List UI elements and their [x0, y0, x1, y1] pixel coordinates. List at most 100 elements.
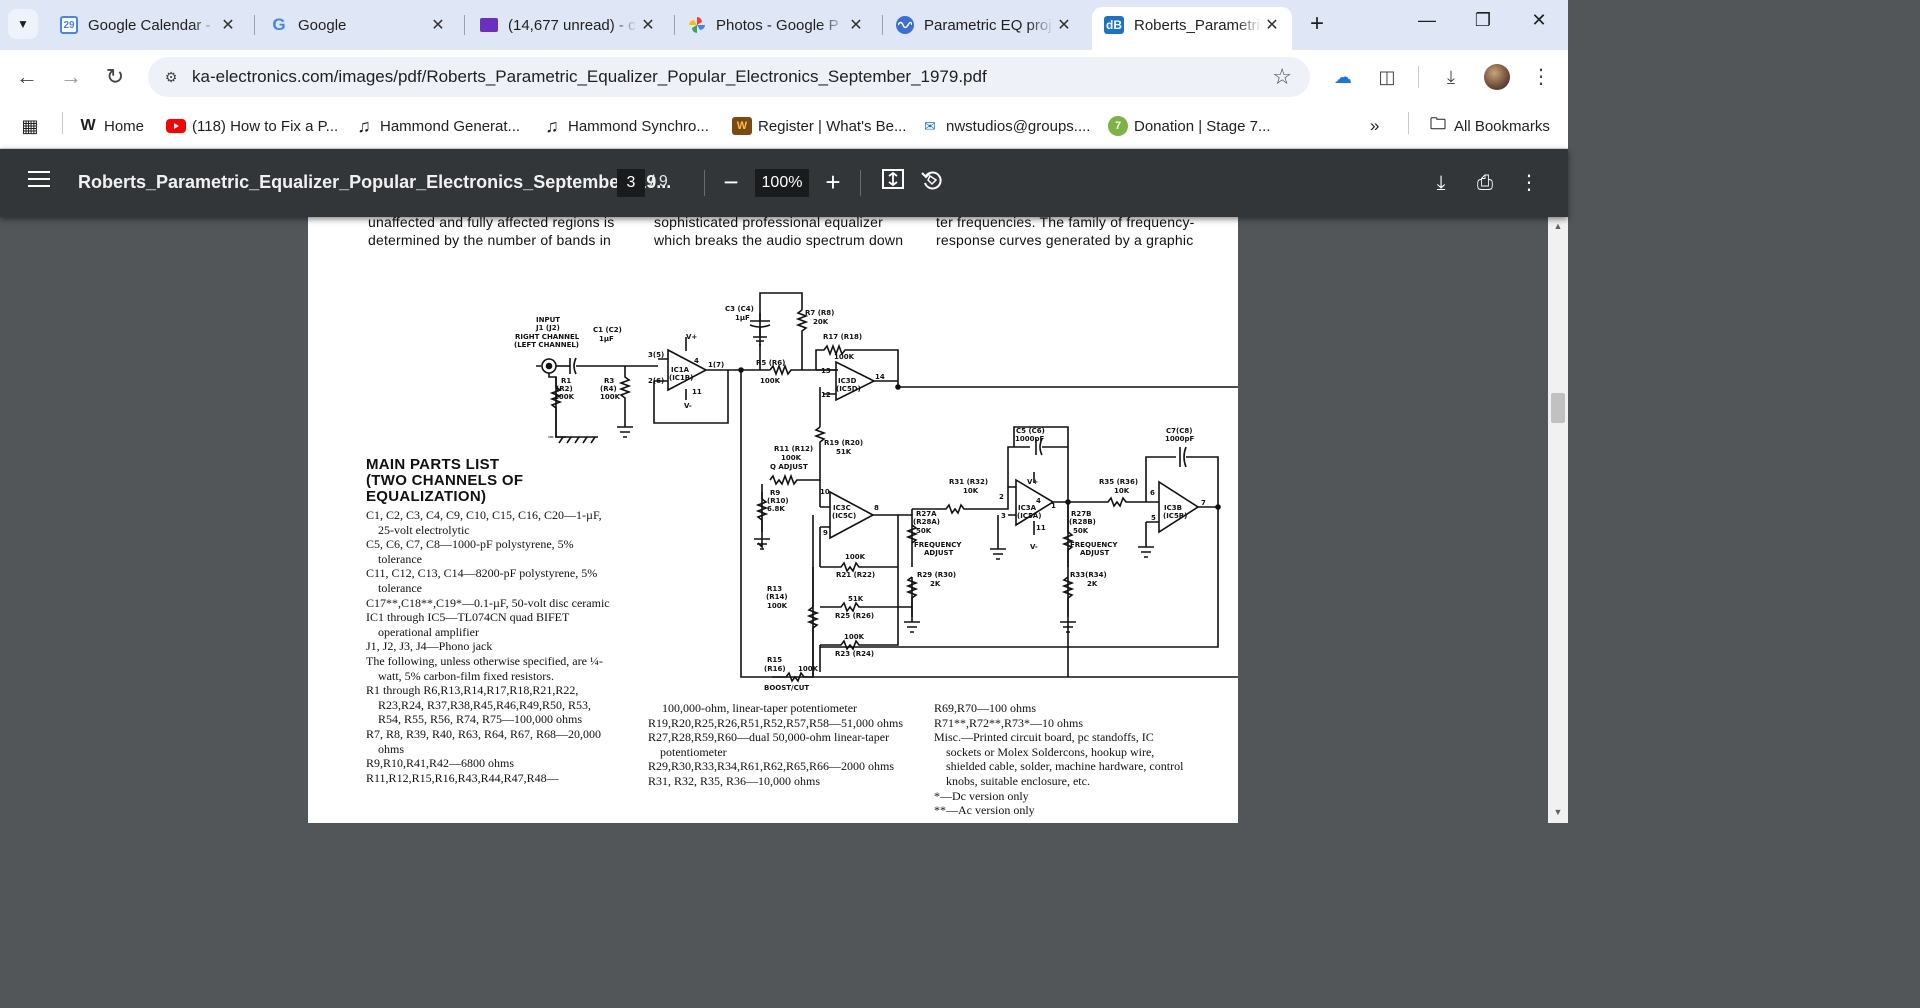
- pdf-more-button[interactable]: ⋮: [1514, 168, 1544, 198]
- cloud-icon[interactable]: ☁: [1334, 67, 1352, 87]
- pin-label: 5: [1151, 514, 1156, 522]
- parts-list-heading: MAIN PARTS LIST: [366, 456, 500, 473]
- tab-google-calendar[interactable]: 29 Google Calendar - ✕: [48, 7, 248, 43]
- fit-page-icon: [882, 169, 904, 189]
- schematic-label: 100K: [600, 393, 621, 401]
- zoom-input[interactable]: 100%: [755, 169, 809, 197]
- menu-icon[interactable]: [28, 171, 50, 189]
- text-line: which breaks the audio spectrum down: [654, 232, 904, 248]
- scroll-up-icon[interactable]: ▲: [1553, 221, 1563, 231]
- tab-mail[interactable]: (14,677 unread) - c ✕: [468, 7, 668, 43]
- schematic-label: V-: [684, 402, 692, 410]
- close-icon[interactable]: ✕: [431, 17, 445, 34]
- apps-button[interactable]: ▦: [20, 114, 46, 138]
- overflow-icon: »: [1370, 116, 1380, 135]
- all-bookmarks-button[interactable]: 🗀All Bookmarks: [1428, 114, 1550, 138]
- ic-label: (IC5C): [832, 512, 856, 520]
- reload-button[interactable]: ↻: [100, 62, 130, 92]
- new-tab-button[interactable]: +: [1304, 12, 1330, 38]
- tab-title: Photos - Google P: [716, 16, 839, 34]
- url-text[interactable]: ka-electronics.com/images/pdf/Roberts_Pa…: [192, 67, 987, 86]
- text-line: determined by the number of bands in: [368, 232, 612, 248]
- pdf-viewer[interactable]: unaffected and fully affected regions is…: [0, 217, 1548, 823]
- pdf-download-button[interactable]: ⤓: [1426, 168, 1456, 198]
- avatar[interactable]: [1484, 64, 1510, 90]
- tab-photos[interactable]: Photos - Google P ✕: [676, 7, 876, 43]
- bookmark-star-icon[interactable]: ☆: [1272, 64, 1292, 89]
- more-options-icon: ⋮: [1519, 172, 1539, 194]
- pin-label: 2: [999, 493, 1004, 501]
- bookmark-hammond-generator[interactable]: ♫Hammond Generat...: [354, 114, 520, 138]
- address-bar[interactable]: ⚙ ka-electronics.com/images/pdf/Roberts_…: [148, 57, 1310, 97]
- close-icon[interactable]: ✕: [221, 17, 235, 34]
- bookmark-hammond-synchro[interactable]: ♫Hammond Synchro...: [542, 114, 709, 138]
- grid-icon: ▦: [21, 115, 39, 136]
- extensions-icon[interactable]: ◫: [1378, 67, 1396, 87]
- bookmarks-overflow-button[interactable]: »: [1370, 114, 1379, 138]
- bookmark-label: Hammond Generat...: [380, 117, 521, 135]
- tab-google[interactable]: G Google ✕: [258, 7, 458, 43]
- equalizer-schematic: ≔ INPUT J1 (J2) RIGHT CHANNEL (LEFT CHAN…: [514, 292, 1238, 692]
- bookmark-youtube[interactable]: (118) How to Fix a P...: [166, 114, 338, 138]
- print-icon: ⎙: [1477, 172, 1493, 194]
- close-icon[interactable]: ✕: [1057, 17, 1071, 34]
- pin-label: 12: [821, 391, 831, 399]
- schematic-label: 10K: [1114, 487, 1130, 495]
- scrollbar-thumb[interactable]: [1551, 393, 1565, 423]
- schematic-label: 50K: [1073, 527, 1089, 535]
- ic-label: IC3A: [1018, 504, 1037, 512]
- schematic-label: (R2): [556, 385, 573, 393]
- schematic-label: C1 (C2): [593, 326, 622, 334]
- tab-title: Parametric EQ proj: [924, 16, 1052, 34]
- print-button[interactable]: ⎙: [1470, 168, 1500, 198]
- download-icon[interactable]: ⤓: [1447, 67, 1455, 87]
- bookmark-label: nwstudios@groups....: [946, 117, 1091, 135]
- more-options-icon[interactable]: ⋮: [1531, 66, 1551, 88]
- schematic-label: R29 (R30): [917, 571, 956, 579]
- schematic-label: R27A: [916, 510, 937, 518]
- schematic-label: FREQUENCY: [914, 541, 962, 549]
- schematic-label: 1µF: [599, 335, 614, 343]
- parts-list-item: R1 through R6,R13,R14,R17,R18,R21,R22, R…: [366, 683, 592, 727]
- schematic-label: (R28A): [913, 518, 940, 526]
- zoom-out-button[interactable]: −: [716, 166, 746, 198]
- rotate-button[interactable]: [917, 168, 947, 198]
- scroll-down-icon[interactable]: ▼: [1553, 807, 1563, 817]
- bookmark-nwstudios[interactable]: ✉nwstudios@groups....: [920, 114, 1090, 138]
- close-icon[interactable]: ✕: [849, 17, 863, 34]
- minimize-button[interactable]: —: [1412, 10, 1442, 38]
- site-settings-icon[interactable]: ⚙: [164, 69, 178, 85]
- tab-parametric-eq[interactable]: Parametric EQ proj ✕: [884, 7, 1084, 43]
- forward-button[interactable]: →: [56, 62, 86, 92]
- close-window-button[interactable]: ✕: [1524, 10, 1554, 38]
- schematic-label: J1 (J2): [535, 324, 560, 332]
- tab-roberts-parametric[interactable]: dB Roberts_Parametric ✕: [1092, 7, 1292, 50]
- parts-list-item: R11,R12,R15,R16,R43,R44,R47,R48—: [366, 770, 559, 785]
- back-button[interactable]: ←: [12, 62, 42, 92]
- tab-title: Roberts_Parametric: [1134, 16, 1262, 34]
- pin-label: 3: [1001, 512, 1006, 520]
- close-icon[interactable]: ✕: [641, 17, 655, 34]
- schematic-label: R3: [604, 377, 614, 385]
- tab-search-button[interactable]: ▼: [8, 9, 38, 39]
- schematic-label: 100K: [554, 393, 575, 401]
- page-number-input[interactable]: 3: [617, 169, 645, 197]
- close-icon[interactable]: ✕: [1265, 17, 1279, 34]
- schematic-label: R7 (R8): [805, 309, 834, 317]
- pin-label: 9: [823, 529, 828, 537]
- schematic-label: R13: [767, 585, 782, 593]
- schematic-label: R27B: [1071, 510, 1091, 518]
- bookmark-separator: [1408, 112, 1409, 134]
- pin-label: 10: [820, 488, 830, 496]
- vertical-scrollbar[interactable]: ▲ ▼: [1548, 217, 1568, 823]
- schematic-label: R35 (R36): [1099, 478, 1138, 486]
- restore-button[interactable]: ❐: [1468, 10, 1498, 38]
- schematic-label: R11 (R12): [774, 445, 813, 453]
- fit-page-button[interactable]: [878, 168, 908, 198]
- tab-title: Google: [298, 16, 347, 34]
- parts-list-item: R19,R20,R25,R26,R51,R52,R57,R58—51,000 o…: [648, 715, 904, 730]
- zoom-in-button[interactable]: +: [818, 166, 848, 198]
